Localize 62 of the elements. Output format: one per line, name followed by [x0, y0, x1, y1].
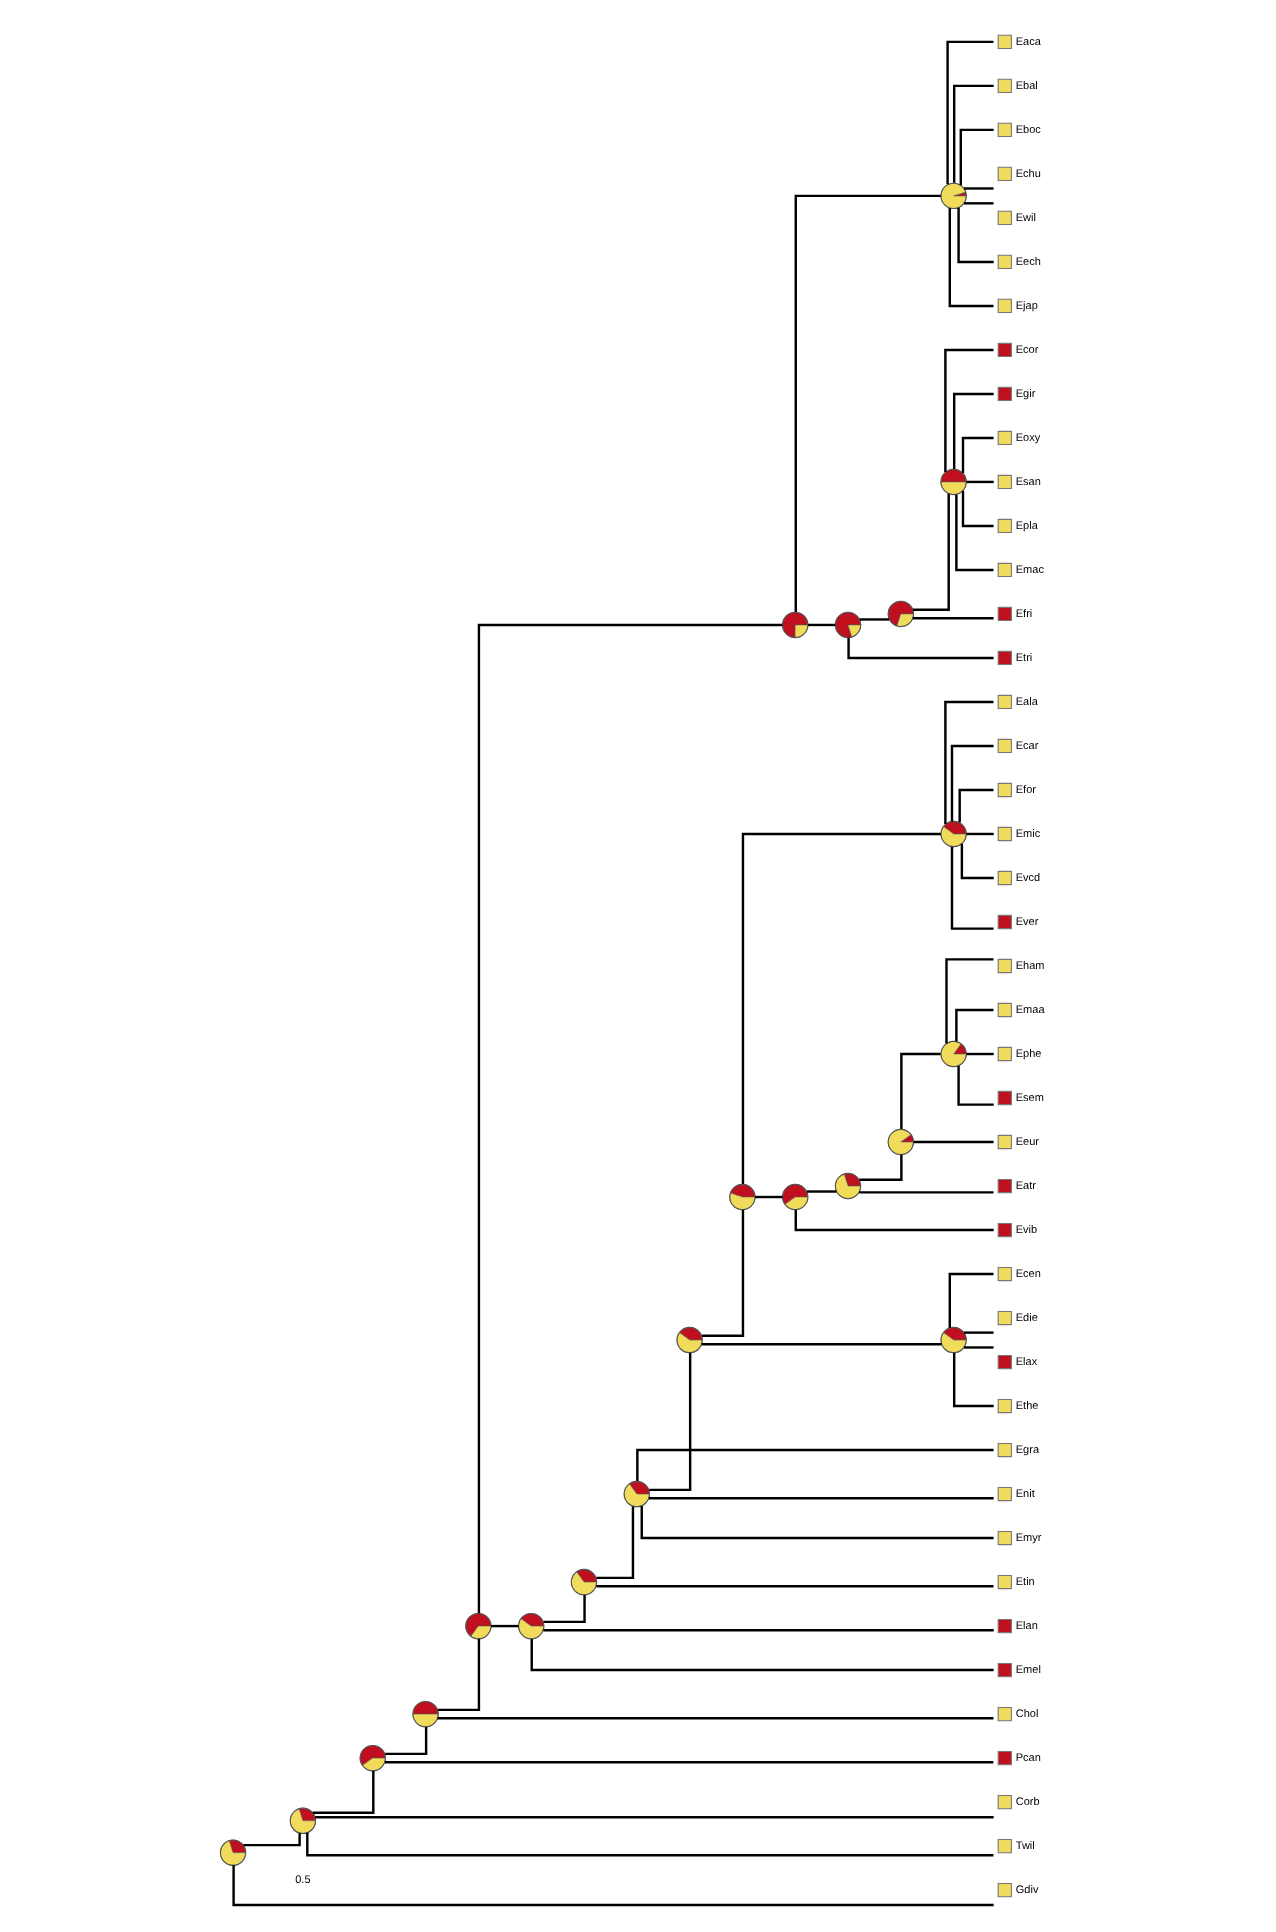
connector [943, 700, 993, 825]
connector [805, 1190, 836, 1193]
connector [954, 1008, 993, 1042]
connector [960, 436, 993, 474]
connector [490, 1624, 518, 1628]
connector [542, 1629, 993, 1632]
connector [648, 1352, 691, 1492]
connector [647, 1497, 993, 1500]
connector [436, 1717, 993, 1720]
connector [793, 1209, 993, 1232]
connector [311, 1770, 374, 1814]
connector [956, 207, 993, 264]
connector [954, 494, 993, 572]
connector [383, 1761, 993, 1764]
connector [542, 1595, 585, 1624]
connector [944, 958, 993, 1044]
connector [384, 1727, 427, 1756]
connector [965, 1052, 993, 1056]
connector [952, 392, 993, 469]
connector [945, 40, 993, 185]
connector [947, 1272, 993, 1328]
connector [314, 1816, 993, 1819]
connector [912, 1140, 993, 1144]
connector [846, 637, 993, 660]
connector [231, 1865, 993, 1907]
connector [911, 616, 993, 620]
connector [911, 493, 949, 611]
connector [635, 1448, 993, 1482]
connector [807, 623, 835, 627]
connector [962, 187, 993, 190]
connector [957, 788, 993, 823]
connector [965, 480, 993, 484]
connector [956, 1065, 993, 1106]
connector [793, 194, 940, 613]
connector [949, 744, 993, 822]
connector [305, 1832, 993, 1857]
connector [962, 1331, 993, 1334]
connector [476, 623, 782, 1614]
connector [965, 832, 993, 836]
connector [242, 1833, 300, 1847]
connector [436, 1638, 480, 1712]
connector [700, 1343, 941, 1346]
connector [529, 1639, 993, 1672]
connector [949, 846, 993, 930]
connector [595, 1585, 993, 1588]
connector [754, 1195, 782, 1199]
connector [952, 1352, 993, 1408]
connector [952, 84, 993, 183]
connector [960, 490, 993, 528]
connector [701, 1209, 744, 1338]
connector [959, 843, 993, 880]
connector [639, 1506, 993, 1540]
connector [595, 1506, 634, 1580]
connector [962, 1346, 993, 1349]
connector [858, 618, 889, 621]
connector [943, 348, 993, 472]
connector [858, 1191, 993, 1194]
connector [958, 128, 993, 186]
connector [899, 1052, 940, 1130]
connector [947, 208, 993, 308]
connector [858, 1154, 902, 1181]
connector [962, 202, 993, 205]
